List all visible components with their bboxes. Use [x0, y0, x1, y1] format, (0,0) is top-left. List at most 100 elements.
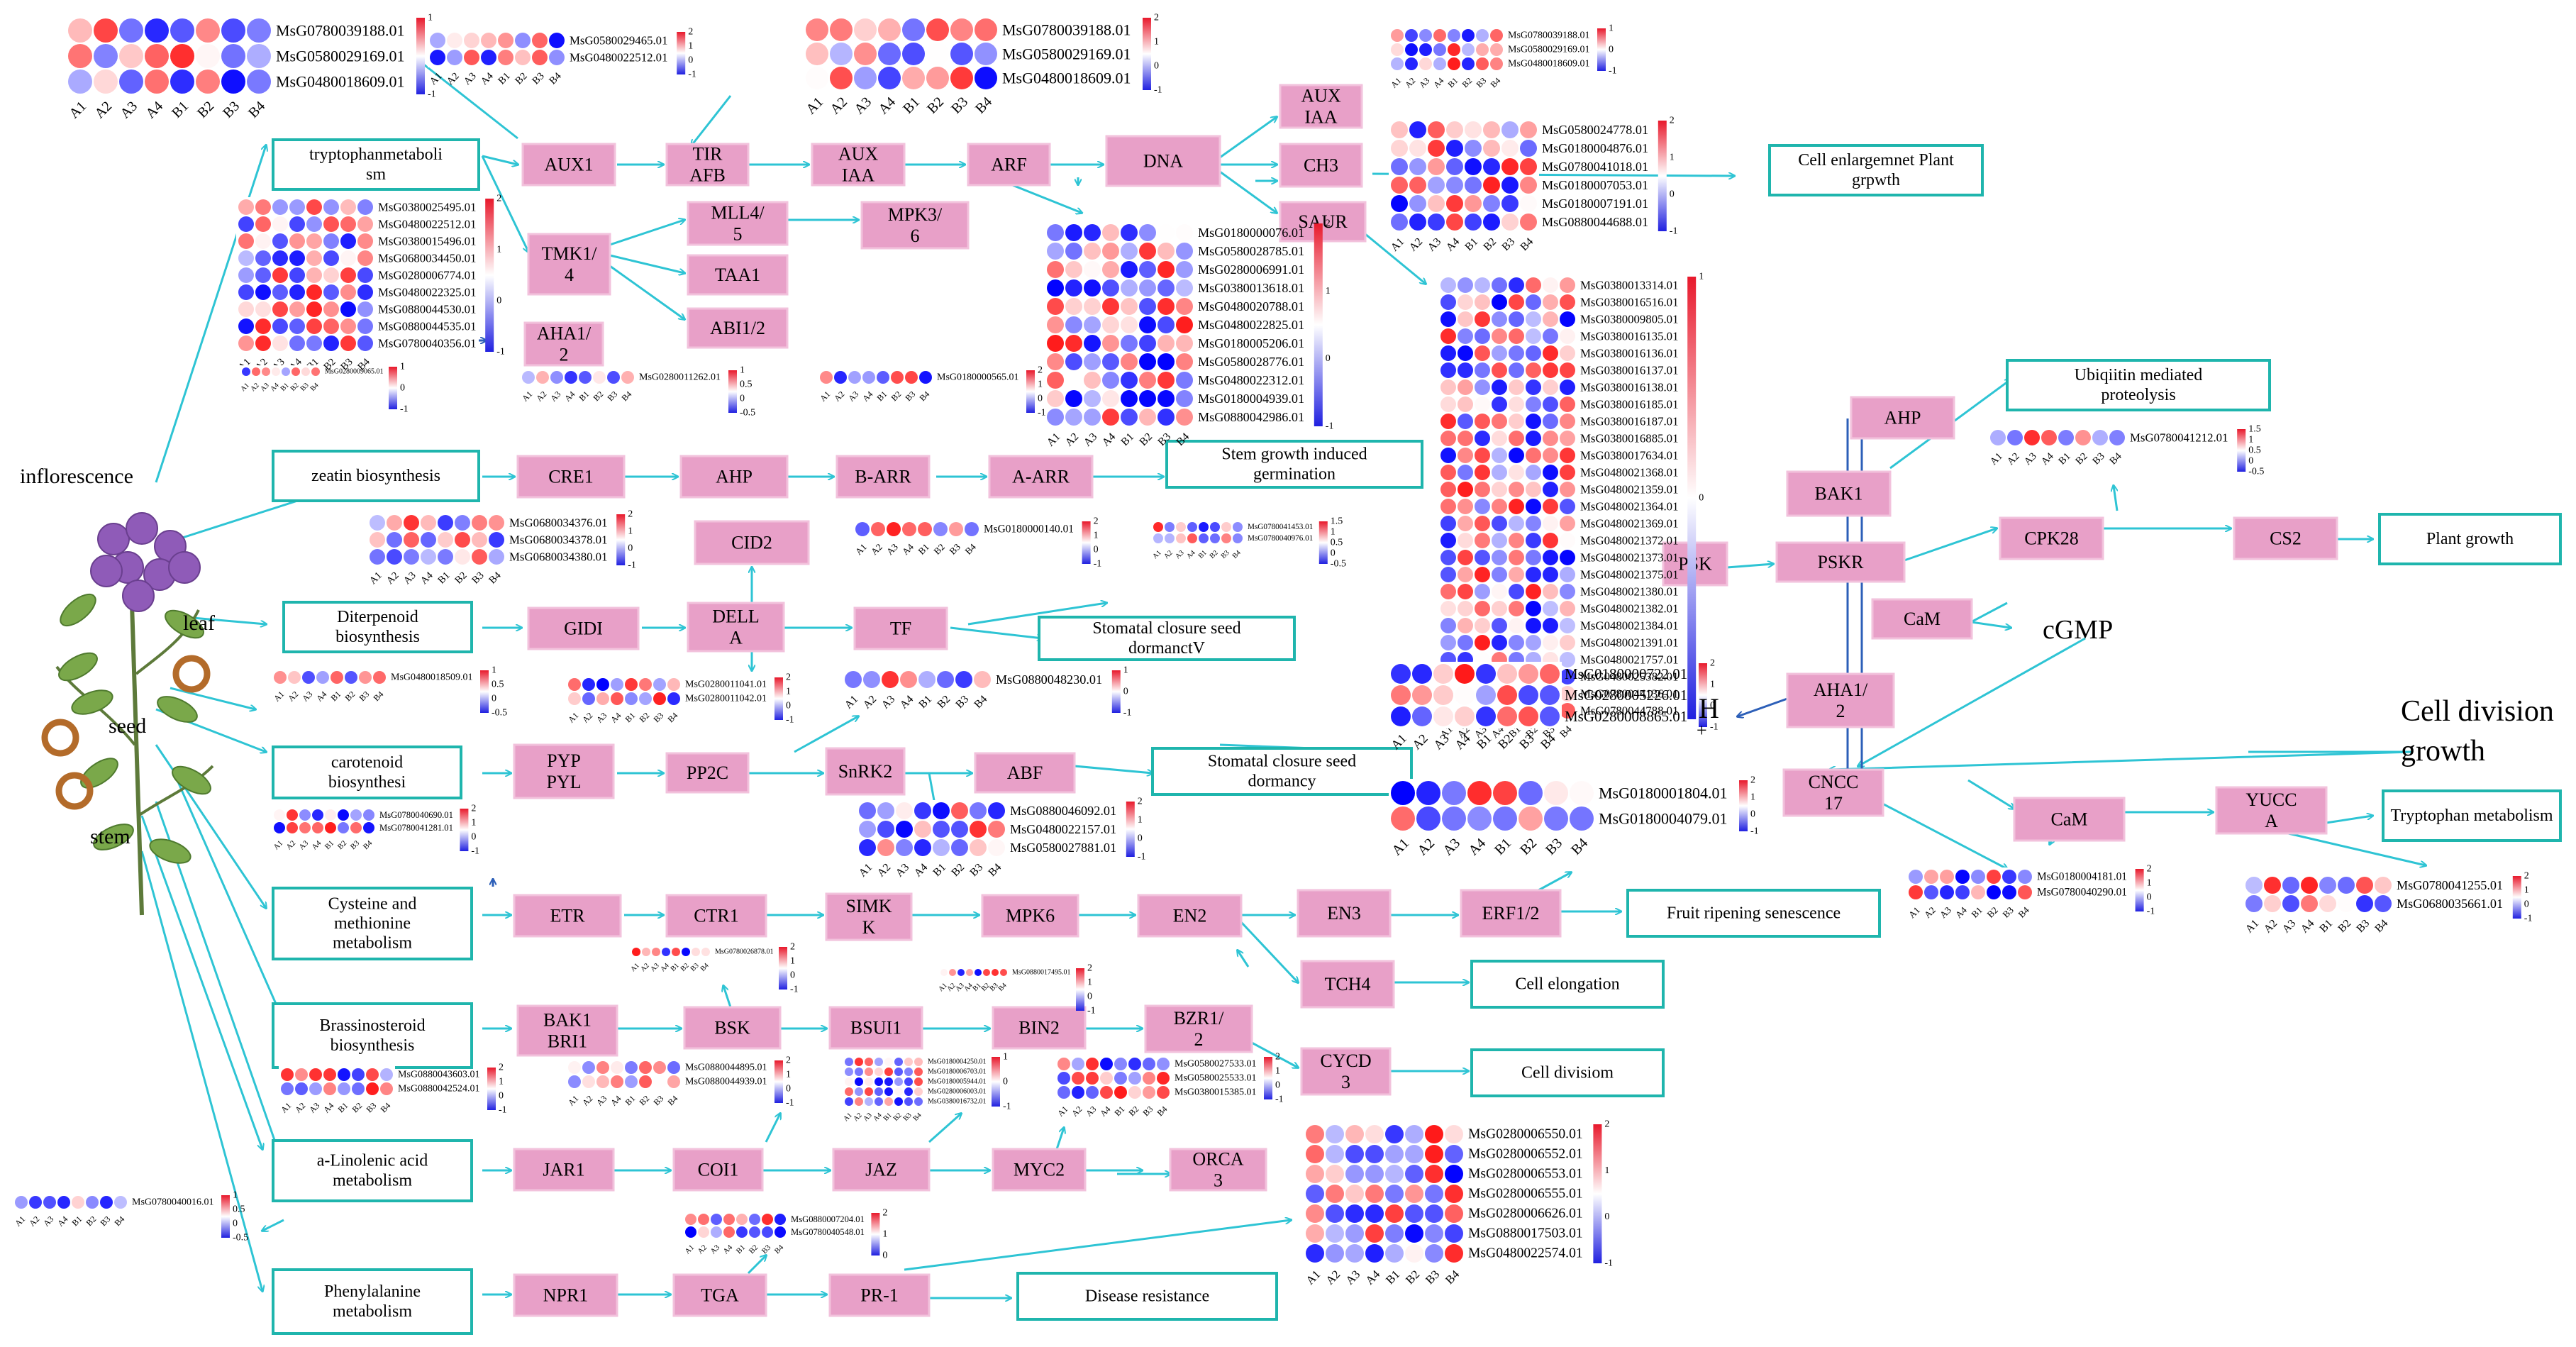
heatmap-cell	[1153, 522, 1163, 532]
heatmap-cell	[1100, 1058, 1113, 1070]
heatmap-cell	[350, 822, 362, 833]
tissue-inflorescence: inflorescence	[20, 465, 133, 488]
heatmap-cell	[1086, 1086, 1099, 1099]
heatmap-cell	[875, 1087, 883, 1096]
heatmap-colorbar	[1314, 223, 1323, 426]
heatmap-cell	[950, 67, 973, 89]
heatmap-cell	[1405, 1145, 1423, 1163]
heatmap-sample-label: B2	[924, 94, 947, 117]
heatmap-cell	[1520, 158, 1537, 175]
heatmap-sample-label: A2	[293, 1100, 307, 1114]
heatmap-cell	[1072, 1058, 1084, 1070]
gene-label: MLL4/	[711, 203, 765, 223]
heatmap-cell	[607, 371, 620, 384]
heatmap-cell	[1560, 379, 1575, 395]
heatmap-cell	[1458, 277, 1473, 293]
heatmap-cell	[272, 284, 288, 300]
heatmap-cell	[1475, 465, 1490, 480]
heatmap-cell	[904, 1087, 913, 1096]
colorbar-tick: 1	[400, 362, 405, 372]
heatmap-cell	[1560, 550, 1575, 565]
heatmap-colorbar	[1318, 521, 1328, 564]
heatmap-cell	[565, 371, 577, 384]
heatmap-cell	[918, 522, 932, 536]
heatmap-cell	[877, 821, 894, 838]
heatmap-cell	[830, 43, 853, 65]
heatmap-cell	[891, 371, 904, 384]
heatmap-cell	[238, 301, 254, 317]
colorbar-tick: -1	[786, 1098, 794, 1109]
heatmap-sample-label: A4	[143, 99, 166, 122]
heatmap-cell	[933, 821, 950, 838]
heatmap-sample-label: A4	[2299, 917, 2317, 936]
heatmap-hm33: MsG0280006550.01MsG0280006552.01MsG02800…	[1303, 1119, 1613, 1287]
gene-label: CS2	[2270, 528, 2302, 549]
heatmap-sample-label: B1	[70, 1214, 84, 1228]
heatmap-gene-id: MsG0280006626.01	[1468, 1207, 1583, 1221]
gene-label: 2	[1836, 701, 1845, 721]
heatmap-cell	[2245, 895, 2263, 912]
heatmap-cell	[340, 284, 356, 300]
gene-label: SAUR	[1298, 211, 1348, 232]
colorbar-tick: 2	[496, 194, 501, 204]
heatmap-gene-id: MsG0280009065.01	[325, 368, 384, 376]
heatmap-cell	[380, 1068, 393, 1081]
heatmap-cell	[1543, 482, 1558, 497]
heatmap-cell	[1509, 345, 1524, 361]
heatmap-cell	[2356, 895, 2373, 912]
gene-node-jar: JAR1	[513, 1148, 615, 1192]
heatmap-cell	[1475, 533, 1490, 548]
gene-label: CNCC	[1809, 772, 1859, 792]
heatmap-gene-id: MsG0380017634.01	[1580, 449, 1678, 462]
heatmap-cell	[1909, 870, 1923, 884]
heatmap-gene-id: MsG0480021373.01	[1580, 551, 1678, 565]
heatmap-cell	[1544, 781, 1568, 805]
heatmap-cell	[568, 678, 581, 691]
heatmap-cell	[1139, 353, 1156, 370]
heatmap-sample-label: B4	[309, 382, 321, 393]
heatmap-cell	[2301, 877, 2318, 894]
heatmap-cell	[1509, 311, 1524, 327]
heatmap-sample-label: B4	[362, 838, 374, 851]
heatmap-cell	[1428, 121, 1445, 138]
gene-label: PP2C	[687, 763, 728, 783]
heatmap-cell	[884, 1087, 893, 1096]
heatmap-cell	[1540, 685, 1560, 705]
heatmap-cell	[611, 1061, 623, 1074]
colorbar-tick: 2	[1275, 1052, 1280, 1063]
heatmap-cell	[1501, 177, 1519, 194]
heatmap-cell	[904, 1068, 913, 1076]
gene-label: BZR1/	[1174, 1008, 1225, 1029]
heatmap-cell	[2075, 430, 2091, 445]
heatmap-cell	[711, 1214, 722, 1225]
gene-node-etr: ETR	[513, 894, 622, 938]
heatmap-cell	[806, 43, 828, 65]
heatmap-cell	[1084, 372, 1101, 389]
heatmap-gene-id: MsG0180005944.01	[928, 1078, 987, 1086]
heatmap-cell	[1306, 1145, 1324, 1163]
heatmap-sample-label: A3	[594, 1093, 609, 1107]
heatmap-cell	[1326, 1224, 1344, 1243]
colorbar-tick: 2	[1604, 1119, 1609, 1130]
heatmap-cell	[992, 969, 999, 976]
heatmap-cell	[625, 678, 638, 691]
heatmap-cell	[1475, 328, 1490, 344]
heatmap-sample-label: B4	[245, 99, 268, 121]
heatmap-cell	[877, 839, 894, 856]
heatmap-gene-id: MsG0280006991.01	[1198, 262, 1304, 277]
heatmap-colorbar	[1026, 370, 1035, 413]
heatmap-cell	[878, 43, 901, 65]
heatmap-cell	[926, 67, 949, 89]
colorbar-tick: 0	[1154, 61, 1159, 72]
gene-label: EN3	[1327, 903, 1361, 924]
heatmap-cell	[1306, 1185, 1324, 1203]
heatmap-sample-label: B3	[1141, 1104, 1155, 1118]
colorbar-tick: 2	[628, 509, 633, 520]
heatmap-sample-label: B1	[1197, 549, 1209, 560]
